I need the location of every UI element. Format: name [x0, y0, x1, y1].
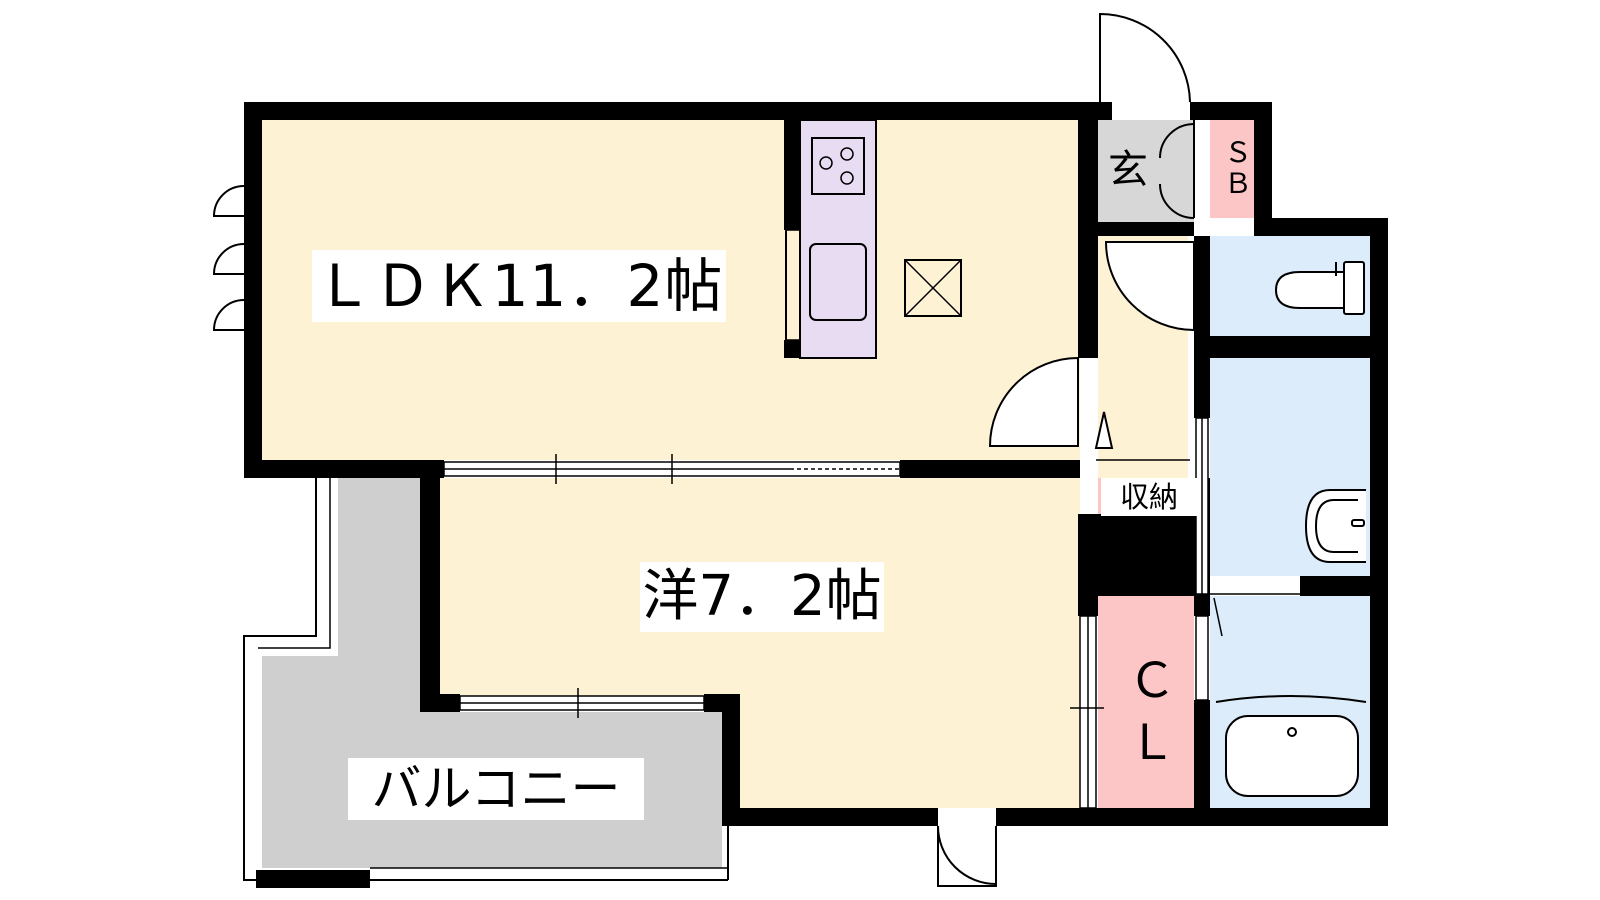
western-room-label: 洋7．2帖	[640, 562, 884, 632]
washbasin-icon	[1304, 489, 1366, 563]
toilet-icon	[1274, 261, 1365, 315]
refrigerator-space-icon	[904, 259, 962, 317]
balcony-railing	[243, 478, 317, 881]
closet-label-line2: Ｌ	[1127, 715, 1176, 772]
closet-label: Ｃ Ｌ	[1124, 650, 1180, 775]
balcony-label: バルコニー	[348, 758, 644, 820]
stove-icon	[811, 137, 865, 195]
shoe-box-label-line2: Ｂ	[1223, 166, 1252, 200]
sliding-window-icon	[443, 229, 1300, 809]
closet-area	[1098, 596, 1194, 808]
walls	[244, 102, 1388, 888]
ldk-label: ＬＤＫ11．2帖	[312, 250, 726, 322]
door-swing-icon	[212, 12, 1195, 887]
balcony-railing-inner	[258, 478, 331, 649]
bathtub-icon	[1215, 695, 1367, 797]
entrance-floor	[1096, 120, 1194, 222]
sink-icon	[809, 243, 867, 321]
closet-label-line1: Ｃ	[1127, 653, 1176, 709]
entrance-label: 玄	[1108, 147, 1148, 193]
shoe-box-label-line1: Ｓ	[1223, 136, 1252, 169]
western-room-floor	[440, 478, 1080, 808]
shoe-box-label: Ｓ Ｂ	[1220, 136, 1256, 200]
shoe-box-area	[1210, 120, 1254, 218]
storage-label: 収納	[1101, 478, 1197, 516]
